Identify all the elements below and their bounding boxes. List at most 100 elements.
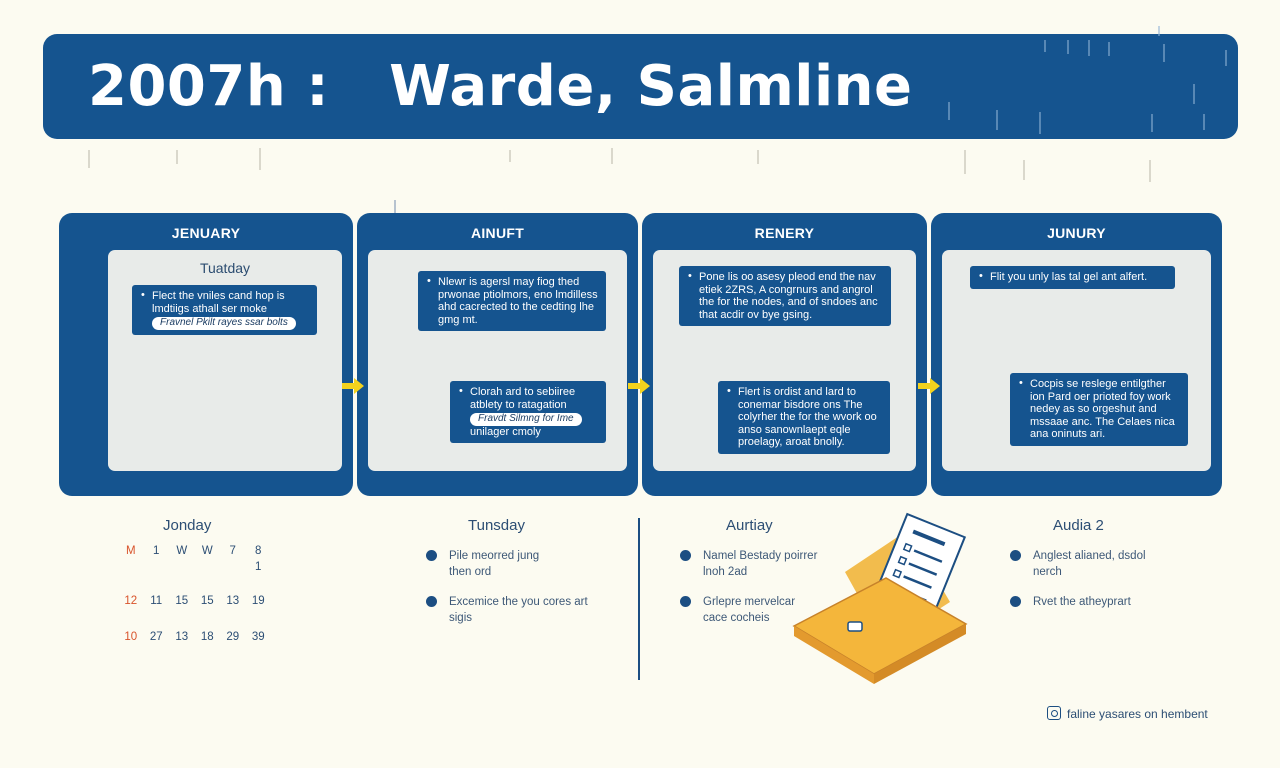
note-card[interactable]: Clorah ard to sebiiree atblety to rataga… — [450, 381, 606, 443]
list-item: Namel Bestady poirrer lnoh 2ad — [680, 548, 818, 580]
calendar-row: M 1 W W 7 8 — [118, 545, 278, 559]
panel-body: Tuatday Flect the vniles cand hop is lmd… — [108, 250, 342, 471]
column-header: Tunsday — [468, 517, 525, 534]
month-panel-3: RENERY Pone lis oo asesy pleod end the n… — [642, 213, 927, 496]
calendar-row: 10 27 13 18 29 39 — [118, 631, 278, 645]
mini-calendar: M 1 W W 7 8 1 12 11 15 15 13 19 10 27 13… — [118, 545, 278, 645]
rain-streak — [1108, 42, 1110, 56]
faint-tick — [88, 150, 90, 168]
item-line: then ord — [449, 566, 492, 578]
rain-streak — [1203, 114, 1205, 130]
rain-streak — [996, 110, 998, 130]
note-scribble: Fravdt Silmng for Ime — [470, 413, 582, 426]
calendar-cell: 1 — [153, 545, 160, 557]
column-header: Aurtiay — [726, 517, 773, 534]
note-card[interactable]: Flert is ordist and lard to conemar bisd… — [718, 381, 890, 454]
rain-streak — [1044, 40, 1046, 52]
calendar-cell: 13 — [226, 595, 240, 607]
rain-streak — [1039, 112, 1041, 134]
panel-body: Pone lis oo asesy pleod end the nav etie… — [653, 250, 916, 471]
panel-header: JENUARY — [171, 225, 241, 241]
panel-subtitle: Tuatday — [199, 260, 251, 276]
note-card[interactable]: Flect the vniles cand hop is lmdtiigs at… — [132, 285, 317, 335]
panel-header: JUNURY — [1047, 225, 1106, 241]
faint-tick — [964, 150, 966, 174]
note-text: Flect the vniles cand hop is lmdtiigs at… — [152, 290, 285, 315]
calendar-cell — [144, 561, 170, 575]
item-line: Namel Bestady poirrer — [703, 550, 818, 562]
note-scribble: Fravnel Pkilt rayes ssar bolts — [152, 317, 296, 330]
rain-streak — [1067, 40, 1069, 54]
item-line: Rvet the atheyprart — [1033, 596, 1131, 608]
footer-text: faline yasares on hembent — [1067, 707, 1208, 721]
arrow-right-icon — [628, 378, 650, 394]
list-item: Excemice the you cores art sigis — [426, 594, 588, 626]
item-line: sigis — [449, 612, 473, 624]
note-card[interactable]: Cocpis se reslege entilgther ion Pard oe… — [1010, 373, 1188, 446]
calendar-cell: 8 — [255, 545, 262, 557]
footer-credit[interactable]: faline yasares on hembent — [1047, 706, 1208, 721]
calendar-cell: 19 — [251, 595, 265, 607]
note-card[interactable]: Flit you unly las tal gel ant alfert. — [970, 266, 1175, 289]
item-line: Anglest alianed, dsdol — [1033, 550, 1146, 562]
rain-streak — [948, 102, 950, 120]
title-banner: 2007h : Warde, Salmline — [43, 26, 1238, 139]
list-item: Grlepre mervelcar cace cocheis — [680, 594, 796, 626]
bullet-icon — [1010, 550, 1021, 561]
rain-streak — [1158, 26, 1160, 36]
faint-tick — [1149, 160, 1151, 182]
panel-body: Nlewr is agersl may fiog thed prwonae pt… — [368, 250, 627, 471]
calendar-cell: 29 — [226, 631, 240, 643]
note-card[interactable]: Nlewr is agersl may fiog thed prwonae pt… — [418, 271, 606, 331]
calendar-cell: 1 — [255, 561, 262, 573]
calendar-header: Jonday — [163, 517, 212, 534]
calendar-row: 12 11 15 15 13 19 — [118, 595, 278, 609]
panel-header: AINUFT — [470, 225, 525, 241]
faint-tick — [611, 148, 613, 164]
arrow-right-icon — [918, 378, 940, 394]
item-line: Excemice the you cores art — [449, 596, 588, 608]
calendar-cell: W — [176, 545, 188, 557]
note-text: Clorah ard to sebiiree atblety to rataga… — [470, 386, 576, 411]
rain-streak — [1088, 40, 1090, 56]
column-header: Audia 2 — [1053, 517, 1104, 534]
list-item: Pile meorred jung then ord — [426, 548, 540, 580]
column-divider — [638, 518, 640, 680]
calendar-cell: 10 — [124, 631, 138, 643]
item-line: nerch — [1033, 566, 1062, 578]
calendar-cell: 12 — [124, 595, 138, 607]
calendar-cell — [118, 561, 144, 575]
calendar-row: 1 — [118, 561, 278, 575]
note-card[interactable]: Pone lis oo asesy pleod end the nav etie… — [679, 266, 891, 326]
calendar-cell: 39 — [251, 631, 265, 643]
panel-body: Flit you unly las tal gel ant alfert. Co… — [942, 250, 1211, 471]
faint-tick — [176, 150, 178, 164]
calendar-cell — [195, 561, 221, 575]
calendar-cell: 18 — [200, 631, 214, 643]
calendar-cell — [169, 561, 195, 575]
item-line: lnoh 2ad — [703, 566, 748, 578]
calendar-cell: 13 — [175, 631, 189, 643]
note-text: Flit you unly las tal gel ant alfert. — [990, 271, 1148, 283]
item-line: Grlepre mervelcar — [703, 596, 796, 608]
item-line: Pile meorred jung — [449, 550, 540, 562]
bullet-icon — [680, 596, 691, 607]
panel-header: RENERY — [754, 225, 815, 241]
list-item: Rvet the atheyprart — [1010, 594, 1131, 610]
calendar-cell: 11 — [150, 595, 163, 607]
folder-document-icon — [792, 512, 968, 684]
rain-streak — [1225, 50, 1227, 66]
note-text: Flert is ordist and lard to conemar bisd… — [738, 386, 877, 448]
banner-title: 2007h : Warde, Salmline — [88, 54, 913, 119]
list-item: Anglest alianed, dsdol nerch — [1010, 548, 1146, 580]
faint-tick — [757, 150, 759, 164]
camera-icon — [1047, 706, 1061, 720]
faint-tick — [259, 148, 261, 170]
bullet-icon — [426, 596, 437, 607]
note-text: Pone lis oo asesy pleod end the nav etie… — [699, 271, 878, 321]
bullet-icon — [680, 550, 691, 561]
calendar-cell: 7 — [229, 545, 236, 557]
rain-streak — [1193, 84, 1195, 104]
calendar-cell — [220, 561, 246, 575]
calendar-cell: 15 — [175, 595, 189, 607]
